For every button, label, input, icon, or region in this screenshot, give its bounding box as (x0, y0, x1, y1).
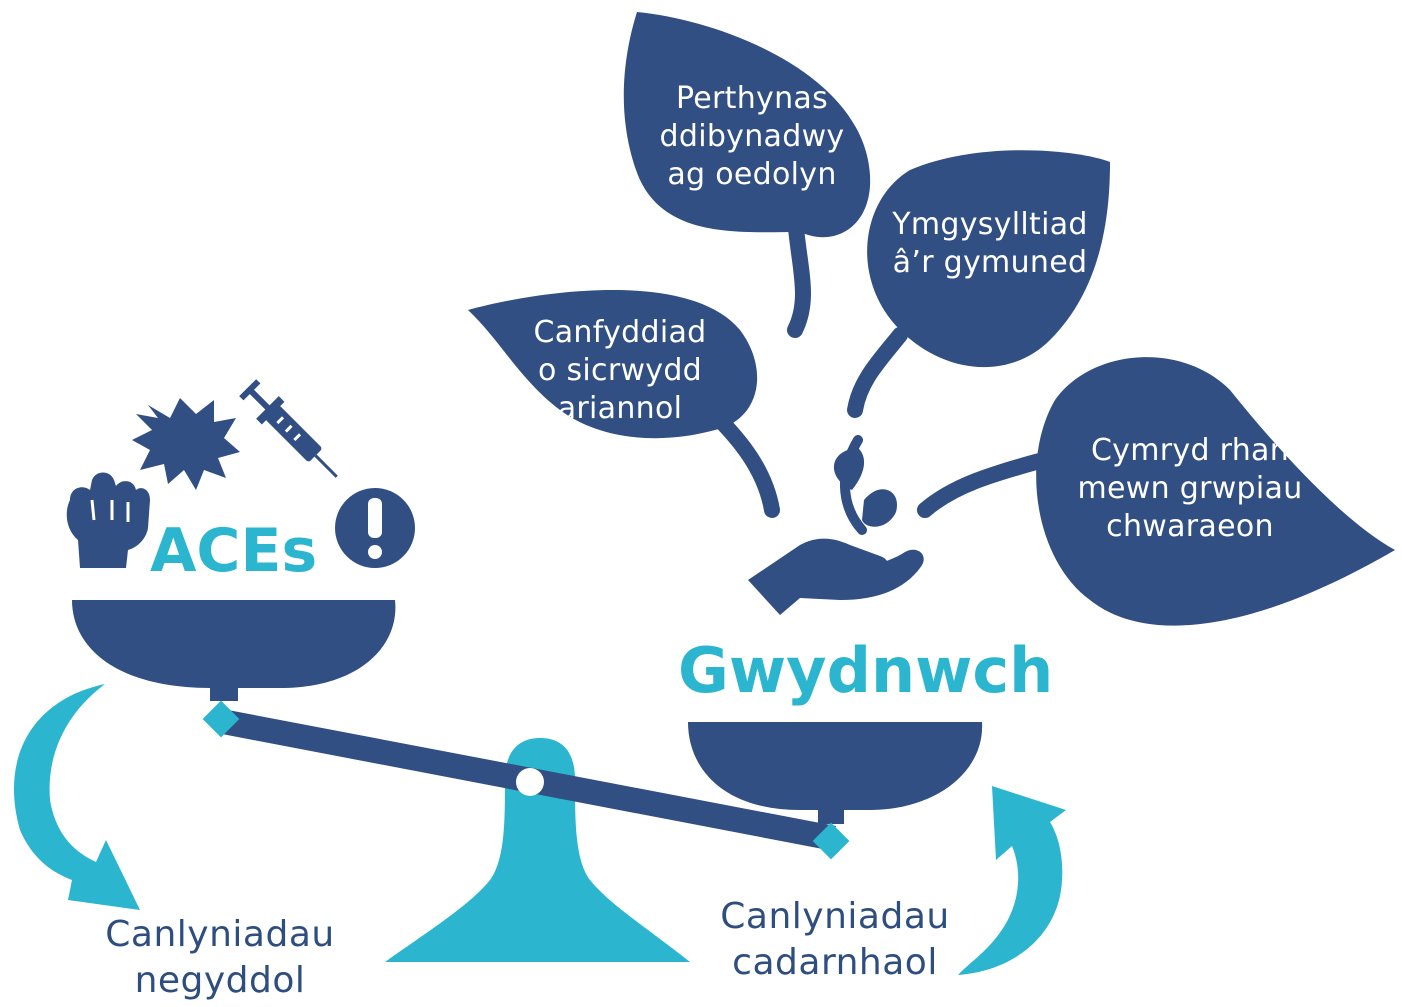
leaf-line: Canfyddiad (500, 314, 740, 352)
positive-outcome-arrow (958, 786, 1066, 975)
leaf-line: ariannol (500, 390, 740, 428)
leaf-sports-text: Cymryd rhan mewn grwpiau chwaraeon (1060, 432, 1320, 546)
leaf-line: ag oedolyn (632, 156, 872, 194)
outcome-line: negyddol (90, 958, 350, 1004)
sprout-in-hand-icon (748, 440, 924, 615)
leaf-community-text: Ymgysylltiad â’r gymuned (870, 206, 1110, 282)
left-pan (72, 600, 395, 737)
leaf-trusted-adult-text: Perthynas ddibynadwy ag oedolyn (632, 80, 872, 194)
positive-outcome-label: Canlyniadau cadarnhaol (705, 894, 965, 986)
aces-label: ACEs (150, 516, 317, 586)
outcome-line: Canlyniadau (705, 894, 965, 940)
outcome-line: Canlyniadau (90, 912, 350, 958)
negative-outcome-arrow (14, 684, 140, 910)
leaf-line: Ymgysylltiad (870, 206, 1110, 244)
resilience-label: Gwydnwch (678, 636, 1053, 706)
leaf-line: mewn grwpiau (1060, 470, 1320, 508)
leaf-line: Perthynas (632, 80, 872, 118)
leaf-line: o sicrwydd (500, 352, 740, 390)
exclamation-icon (335, 488, 415, 568)
negative-outcome-label: Canlyniadau negyddol (90, 912, 350, 1004)
outcome-line: cadarnhaol (705, 940, 965, 986)
explosion-icon (132, 398, 240, 490)
fist-icon (67, 473, 150, 569)
leaf-line: â’r gymuned (870, 244, 1110, 282)
leaf-line: chwaraeon (1060, 508, 1320, 546)
leaf-financial-text: Canfyddiad o sicrwydd ariannol (500, 314, 740, 428)
right-pan (688, 722, 982, 859)
leaf-line: Cymryd rhan (1060, 432, 1320, 470)
leaf-line: ddibynadwy (632, 118, 872, 156)
syringe-icon (236, 376, 348, 488)
